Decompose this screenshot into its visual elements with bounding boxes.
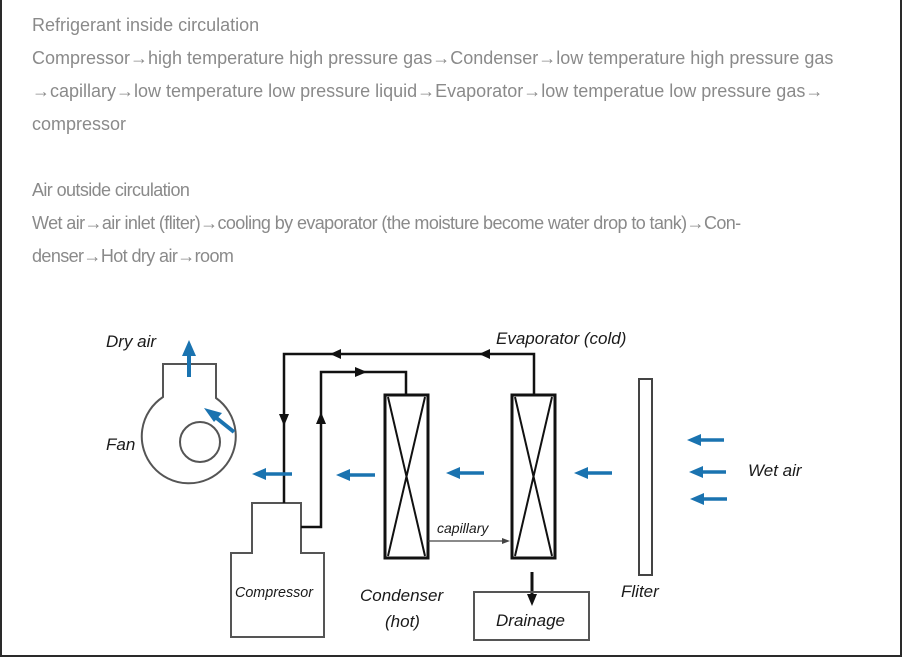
condenser-coil (383, 393, 430, 560)
capillary-line (428, 538, 510, 544)
filter-label: Fliter (621, 582, 660, 601)
discharge-pipe (301, 367, 408, 529)
compressor-unit (230, 502, 325, 638)
filter-panel (638, 378, 653, 576)
refrigerant-circulation-section: Refrigerant inside circulation Compresso… (32, 9, 882, 141)
airflow-arrow-icon (252, 468, 292, 480)
air-heading: Air outside circulation (32, 180, 190, 200)
airflow-arrow-icon (574, 467, 612, 479)
fan-housing (140, 363, 237, 485)
wet-air-arrow-icon (689, 466, 726, 478)
wet-air-arrow-icon (687, 434, 724, 446)
dry-air-label: Dry air (106, 332, 157, 351)
refrigerant-line-2: →capillary→low temperature low pressure … (32, 81, 824, 101)
fan-label: Fan (106, 435, 135, 454)
drainage-label: Drainage (496, 611, 565, 630)
evaporator-coil (510, 393, 557, 560)
airflow-arrow-icon (336, 469, 375, 481)
condenser-hot-label: (hot) (385, 612, 420, 631)
condenser-label: Condenser (360, 586, 445, 605)
air-line-1: Wet air→air inlet (fliter)→cooling by ev… (32, 213, 741, 233)
drainage-arrow-icon (527, 572, 537, 606)
air-circulation-section: Air outside circulation Wet air→air inle… (32, 174, 882, 273)
capillary-label: capillary (437, 520, 489, 536)
dry-air-arrow-icon (182, 340, 196, 377)
suction-pipe (279, 349, 536, 503)
wet-air-arrow-icon (690, 493, 727, 505)
refrigerant-line-1: Compressor→high temperature high pressur… (32, 48, 834, 68)
drainage-tank (473, 591, 590, 641)
wet-air-label: Wet air (748, 461, 803, 480)
compressor-label: Compressor (235, 584, 314, 601)
airflow-arrow-icon (446, 467, 484, 479)
refrigerant-line-3: compressor (32, 114, 127, 134)
evaporator-label: Evaporator (cold) (496, 329, 626, 348)
air-line-2: denser→Hot dry air→room (32, 246, 234, 266)
fan-airflow-arrow-icon (204, 408, 236, 434)
refrigerant-heading: Refrigerant inside circulation (32, 15, 260, 35)
